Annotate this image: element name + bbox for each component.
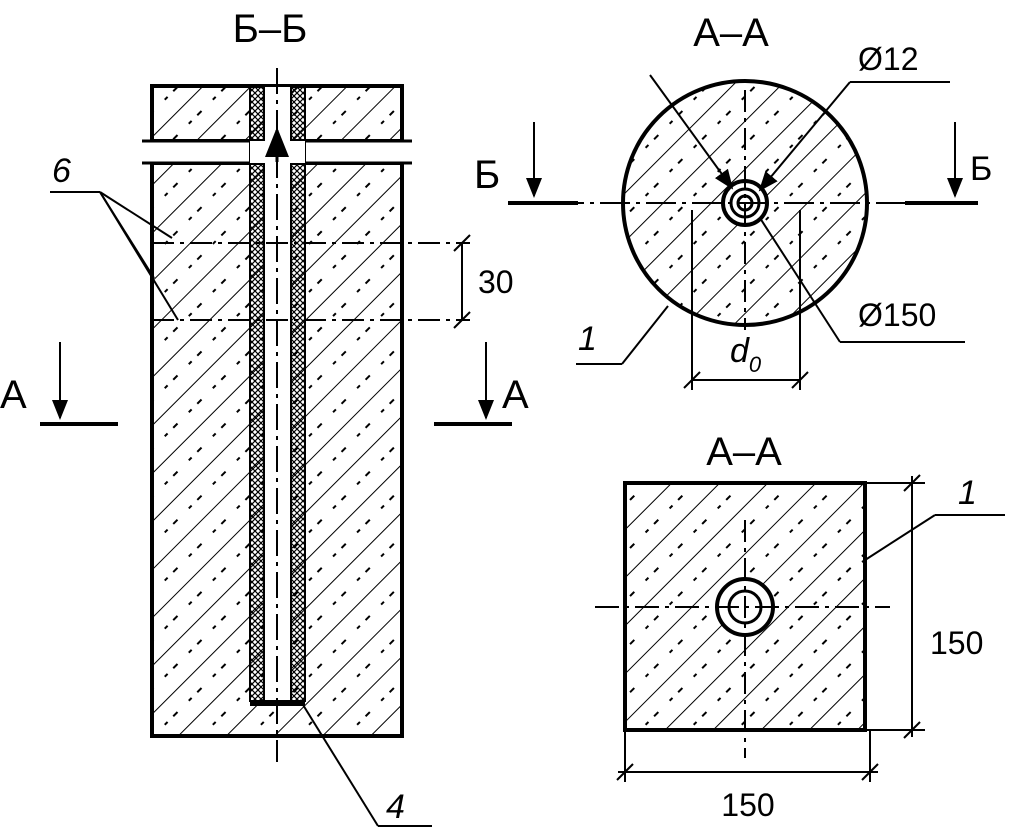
cut-mark-a-left: А	[0, 373, 27, 417]
channel-core	[263, 85, 292, 702]
section-bb-title: Б–Б	[233, 7, 308, 51]
dim-hole-diameter: Ø12	[858, 41, 918, 77]
callout-6: 6	[52, 152, 71, 190]
dim-d0-symbol: d0	[730, 332, 762, 377]
section-aa-round-title: А–А	[693, 11, 769, 55]
section-aa-square-view: А–А 150 150 1	[595, 430, 1005, 823]
callout-4: 4	[386, 788, 405, 826]
dim-30-label: 30	[478, 264, 514, 300]
channel-wall-right	[290, 85, 306, 702]
cut-mark-a-right: А	[502, 373, 529, 417]
cut-mark-b-left: Б	[474, 153, 500, 197]
cut-mark-b-right: Б	[970, 150, 992, 188]
section-aa-round-view: А–А Б Б Ø12 Ø150 d0 1	[474, 11, 992, 390]
dim-square-width: 150	[721, 787, 774, 823]
callout-1-round: 1	[578, 320, 597, 358]
dim-specimen-diameter: Ø150	[858, 297, 936, 333]
channel-wall-left	[249, 85, 265, 702]
section-aa-square-title: А–А	[706, 430, 782, 474]
dim-square-height: 150	[930, 625, 983, 661]
section-bb-view: Б–Б 30 6 А	[0, 7, 529, 827]
callout-1-square: 1	[958, 474, 977, 512]
